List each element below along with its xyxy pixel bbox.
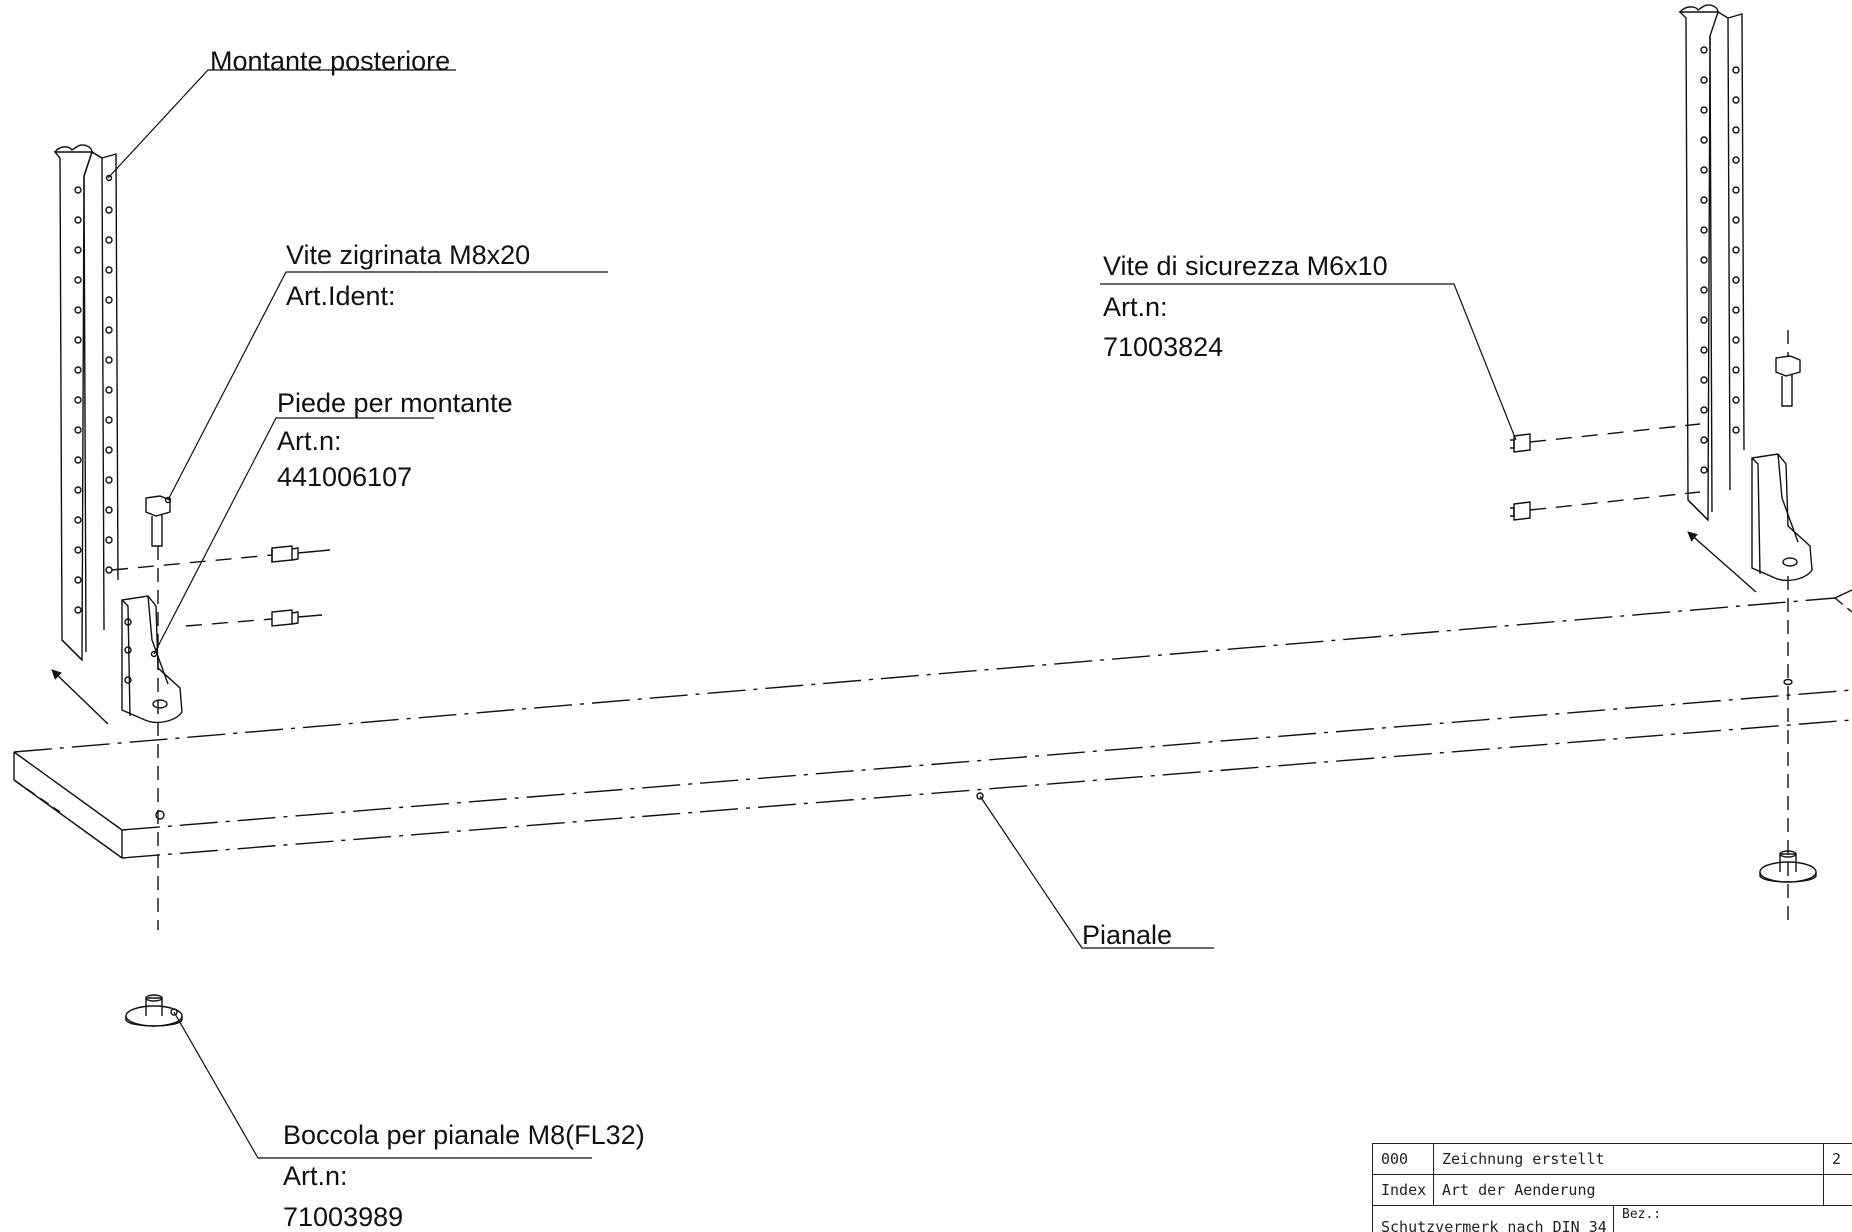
label-piede-art-number: 441006107 bbox=[277, 462, 413, 492]
designation-label: Bez.: bbox=[1613, 1206, 1852, 1232]
label-pianale: Pianale bbox=[1082, 920, 1173, 950]
change-type-header: Art der Aenderung bbox=[1433, 1175, 1823, 1205]
label-boccola-art-number: 71003989 bbox=[283, 1202, 404, 1232]
left-insertion-arrow bbox=[51, 669, 109, 725]
label-vite-di-sicurezza: Vite di sicurezza M6x10 bbox=[1103, 251, 1388, 281]
protection-note: Schutzvermerk nach DIN 34 bbox=[1381, 1218, 1607, 1232]
revision-row: 000 Zeichnung erstellt 2 bbox=[1373, 1144, 1852, 1175]
left-safety-screw-lower bbox=[185, 609, 323, 627]
right-safety-screw-lower bbox=[1510, 491, 1701, 521]
revision-extra: 2 bbox=[1823, 1144, 1852, 1174]
label-boccola-per-pianale: Boccola per pianale M8(FL32) bbox=[283, 1120, 645, 1150]
left-knurled-screw bbox=[145, 495, 172, 930]
right-upright-post bbox=[1678, 4, 1745, 522]
header-row: Index Art der Aenderung bbox=[1373, 1175, 1852, 1206]
left-shelf-bushing bbox=[125, 994, 183, 1027]
label-vite-zigrinata-art: Art.Ident: bbox=[286, 281, 396, 311]
revision-text: Zeichnung erstellt bbox=[1433, 1144, 1823, 1174]
right-shelf-hole bbox=[1783, 678, 1793, 686]
shelf-panel bbox=[13, 589, 1852, 859]
right-insertion-arrow bbox=[1687, 531, 1757, 593]
label-piede-per-montante: Piede per montante bbox=[277, 388, 513, 418]
right-shelf-bushing bbox=[1759, 850, 1817, 883]
left-post-foot bbox=[121, 595, 183, 724]
left-safety-screw-upper bbox=[111, 545, 331, 571]
right-knurled-screw bbox=[1775, 330, 1801, 920]
leader-lines bbox=[107, 69, 1517, 1159]
label-piede-art: Art.n: bbox=[277, 426, 342, 456]
protection-row: Schutzvermerk nach DIN 34 Bez.: bbox=[1373, 1206, 1852, 1232]
left-shelf-hole bbox=[155, 810, 165, 820]
label-montante-posteriore: Montante posteriore bbox=[210, 46, 451, 76]
label-vite-sicurezza-art: Art.n: bbox=[1103, 292, 1168, 322]
label-boccola-art: Art.n: bbox=[283, 1161, 348, 1191]
index-header: Index bbox=[1381, 1181, 1427, 1199]
label-vite-zigrinata: Vite zigrinata M8x20 bbox=[286, 240, 531, 270]
header-extra bbox=[1823, 1175, 1852, 1205]
left-upright-post bbox=[53, 144, 119, 662]
right-post-foot bbox=[1751, 453, 1813, 582]
right-safety-screw-upper bbox=[1510, 423, 1701, 453]
label-vite-sicurezza-art-number: 71003824 bbox=[1103, 332, 1224, 362]
revision-index: 000 bbox=[1381, 1150, 1409, 1168]
title-block: 000 Zeichnung erstellt 2 Index Art der A… bbox=[1372, 1143, 1852, 1232]
